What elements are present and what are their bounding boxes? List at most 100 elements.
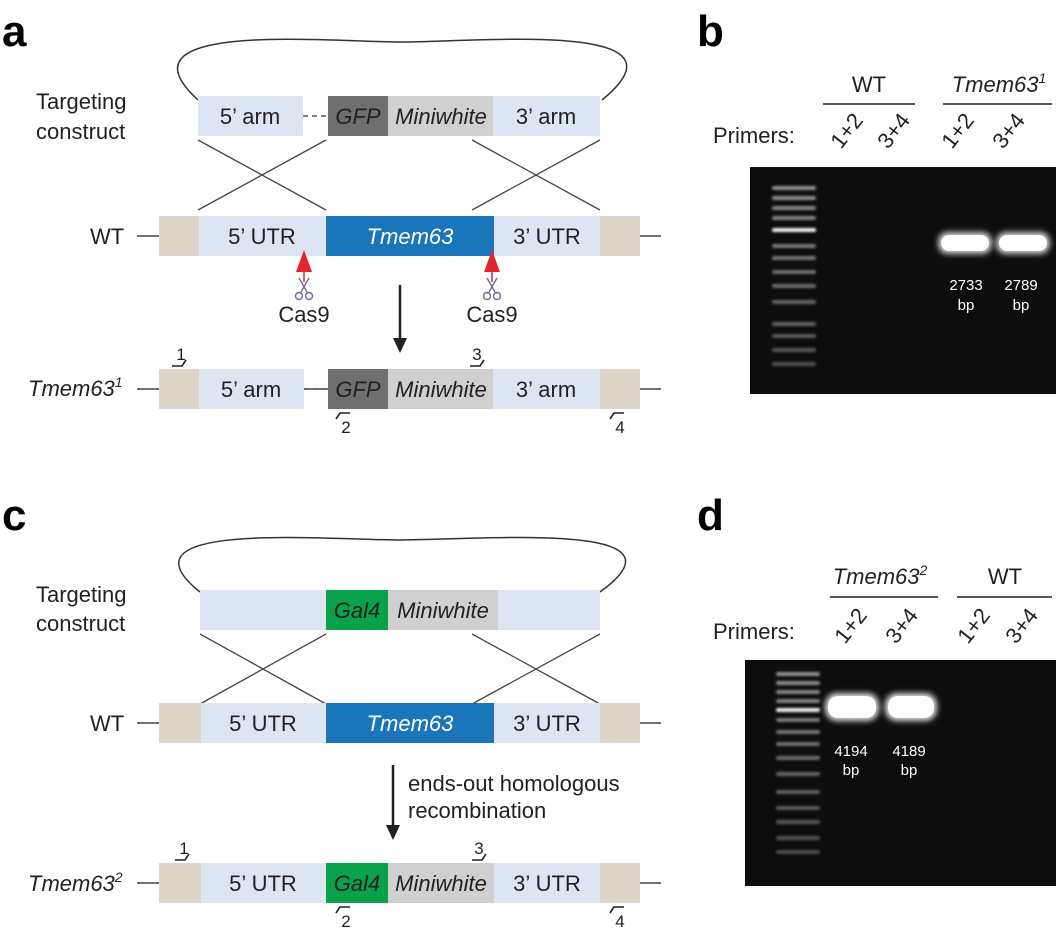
down-arrow-a xyxy=(393,285,407,353)
allele-gal4-label-c: Gal4 xyxy=(334,871,380,896)
ladder-rung xyxy=(776,756,820,760)
band-size-d-1: 4194 xyxy=(834,743,867,760)
lane-label-b-1: 1+2 xyxy=(825,108,868,153)
construct-left-arm-c xyxy=(200,590,326,630)
down-arrow-c xyxy=(386,765,400,840)
allele-5-arm-label-a: 5’ arm xyxy=(221,377,281,402)
allele-miniwhite-label-a: Miniwhite xyxy=(395,377,487,402)
wt-flank-right-a xyxy=(600,216,640,256)
ladder-rung xyxy=(772,216,816,220)
panel-letter-d: d xyxy=(697,491,724,540)
panel-letter-a: a xyxy=(2,7,27,56)
band-unit-d-1: bp xyxy=(843,762,860,779)
construct-3-arm-a xyxy=(493,96,600,136)
construct-gfp-a xyxy=(328,96,388,136)
wt-5-utr-a xyxy=(199,216,326,256)
gel-band-b-2 xyxy=(996,232,1050,254)
wt-3-utr-a xyxy=(494,216,600,256)
ladder-d xyxy=(776,672,820,854)
primer-4-a: 4 xyxy=(615,418,624,437)
construct-5-arm-a xyxy=(198,96,303,136)
lane-label-b-3: 1+2 xyxy=(936,108,979,153)
construct-gal4-c xyxy=(326,590,388,630)
ladder-rung xyxy=(776,806,820,810)
wt-flank-left-c xyxy=(159,703,201,743)
construct-miniwhite-c xyxy=(388,590,498,630)
allele-label-a: Tmem631 xyxy=(28,374,123,401)
crossover-lines-a xyxy=(197,139,601,211)
allele-5-utr-c xyxy=(201,863,326,903)
group-label-b-1: WT xyxy=(852,72,886,97)
band-size-b-2: 2789 xyxy=(1004,277,1037,294)
ladder-rung xyxy=(776,772,820,776)
scissors-icon-left xyxy=(294,277,314,301)
wt-flank-left-a xyxy=(159,216,199,256)
ladder-rung xyxy=(776,820,820,824)
allele-flank-left-c xyxy=(159,863,201,903)
construct-miniwhite-label-a: Miniwhite xyxy=(395,104,487,129)
ladder-rung xyxy=(776,730,820,734)
ladder-rung xyxy=(772,362,816,366)
primer-3-c: 3 xyxy=(474,839,483,858)
panel-a: a Targeting construct 5’ arm GFP Miniwhi… xyxy=(2,7,661,437)
construct-label-a-2: construct xyxy=(36,119,125,144)
wt-label-a: WT xyxy=(90,224,124,249)
wt-5-utr-label-a: 5’ UTR xyxy=(228,224,296,249)
panel-c: c Targeting construct Gal4 Miniwhite WT … xyxy=(2,491,661,931)
wt-3-utr-c xyxy=(494,703,600,743)
gel-image-b xyxy=(750,167,1056,394)
construct-label-c-2: construct xyxy=(36,611,125,636)
ladder-rung xyxy=(772,244,816,248)
ladder-rung xyxy=(772,270,816,274)
band-unit-b-2: bp xyxy=(1013,297,1030,314)
lane-label-b-2: 3+4 xyxy=(872,108,915,153)
gel-band-d-2 xyxy=(885,693,937,721)
allele-3-arm-a xyxy=(493,369,600,409)
allele-gal4-c xyxy=(326,863,388,903)
construct-miniwhite-label-c: Miniwhite xyxy=(397,598,489,623)
ladder-rung xyxy=(776,708,820,712)
allele-5-arm-a xyxy=(199,369,304,409)
ladder-rung xyxy=(772,186,816,190)
ladder-rung xyxy=(776,690,820,694)
band-size-d-2: 4189 xyxy=(892,743,925,760)
ladder-rung xyxy=(772,284,816,288)
ladder-rung xyxy=(772,334,816,338)
band-unit-d-2: bp xyxy=(901,762,918,779)
allele-flank-right-c xyxy=(600,863,640,903)
primer-4-c: 4 xyxy=(615,912,624,931)
plasmid-loop-a xyxy=(177,38,628,101)
lane-label-b-4: 3+4 xyxy=(987,108,1030,153)
lane-label-d-1: 1+2 xyxy=(829,603,872,648)
construct-gal4-label-c: Gal4 xyxy=(334,598,380,623)
lane-label-d-2: 3+4 xyxy=(880,603,923,648)
primer-1-c: 1 xyxy=(179,839,188,858)
ladder-rung xyxy=(772,322,816,326)
band-size-b-1: 2733 xyxy=(949,277,982,294)
primer-arrows-a xyxy=(172,359,624,420)
primer-1-a: 1 xyxy=(176,345,185,364)
ladder-rung xyxy=(772,256,816,260)
wt-label-c: WT xyxy=(90,711,124,736)
plasmid-loop-c xyxy=(178,536,627,593)
band-unit-b-1: bp xyxy=(958,297,975,314)
group-label-d-2: WT xyxy=(988,564,1022,589)
allele-3-arm-label-a: 3’ arm xyxy=(516,377,576,402)
primers-label-b: Primers: xyxy=(713,123,795,148)
allele-miniwhite-a xyxy=(388,369,493,409)
allele-gfp-label-a: GFP xyxy=(335,377,381,402)
cas9-label-right: Cas9 xyxy=(466,302,517,327)
ladder-rung xyxy=(772,348,816,352)
construct-label-c-1: Targeting xyxy=(36,582,127,607)
gel-band-b-1 xyxy=(938,232,992,254)
scissors-icon-right xyxy=(482,277,502,301)
ladder-rung xyxy=(776,836,820,840)
primers-label-d: Primers: xyxy=(713,619,795,644)
construct-5-arm-label-a: 5’ arm xyxy=(220,104,280,129)
arrow-text-c-2: recombination xyxy=(408,798,546,823)
allele-3-utr-label-c: 3’ UTR xyxy=(513,871,581,896)
wt-gene-a xyxy=(326,216,494,256)
ladder-b xyxy=(772,186,816,366)
lane-label-d-4: 3+4 xyxy=(1000,603,1043,648)
wt-5-utr-c xyxy=(201,703,326,743)
